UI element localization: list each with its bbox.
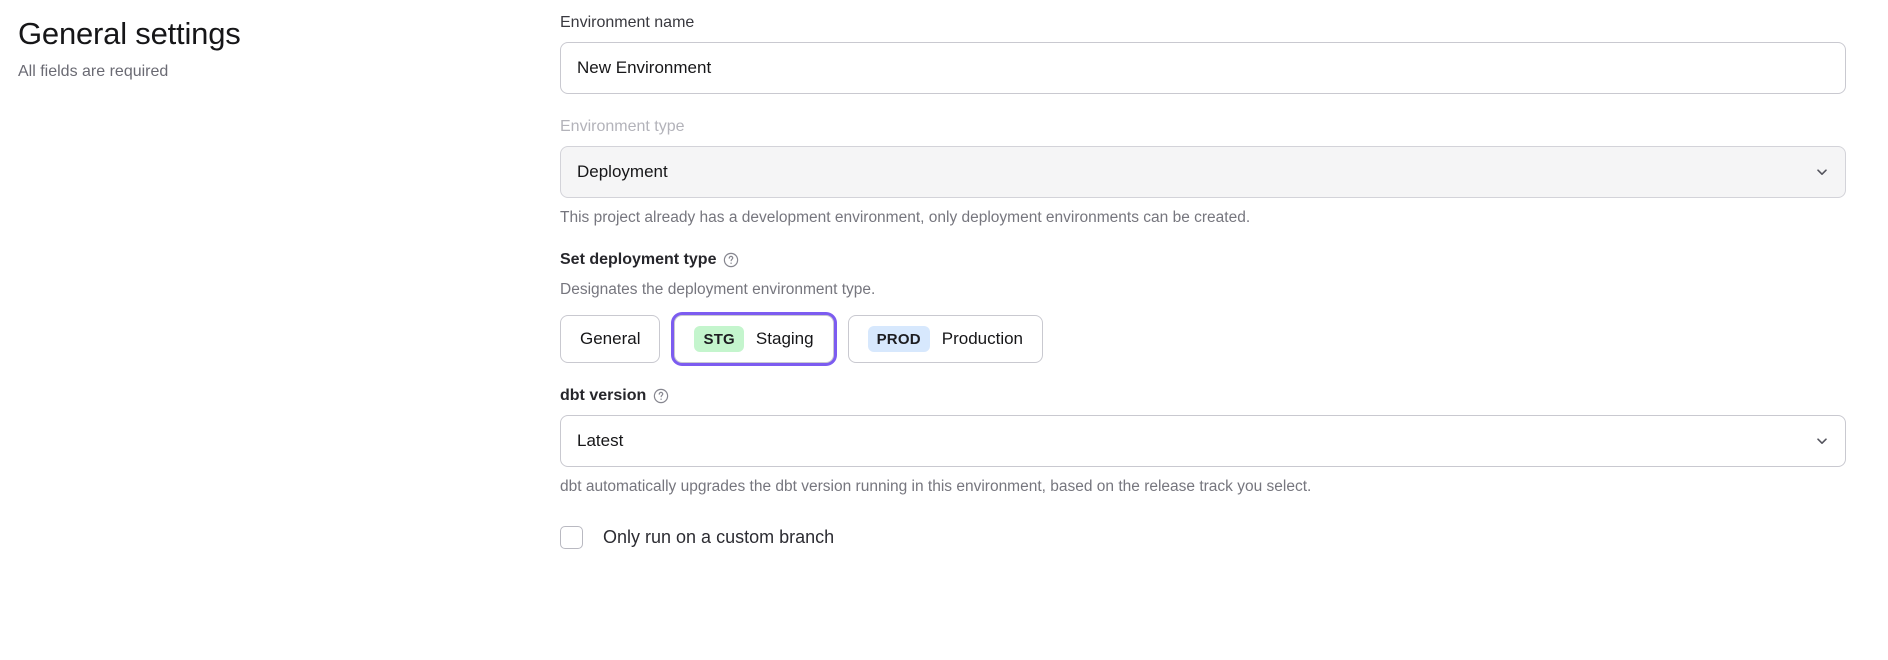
deployment-type-description: Designates the deployment environment ty… xyxy=(560,281,876,298)
dbt-version-select[interactable]: Latest xyxy=(560,415,1846,467)
custom-branch-label[interactable]: Only run on a custom branch xyxy=(603,527,835,547)
custom-branch-row: Only run on a custom branch xyxy=(560,526,1846,549)
deployment-type-option-staging-label: Staging xyxy=(755,329,814,348)
page-header: General settings All fields are required xyxy=(18,14,518,83)
dbt-version-value: Latest xyxy=(577,431,624,450)
deployment-type-option-general-label: General xyxy=(580,329,641,348)
page-title: General settings xyxy=(18,16,241,51)
dbt-version-help: dbt automatically upgrades the dbt versi… xyxy=(560,478,1312,495)
staging-badge: STG xyxy=(694,326,744,352)
deployment-type-options: General STG Staging PROD Production xyxy=(560,315,1846,363)
environment-type-field: Environment type Deployment This project… xyxy=(560,116,1846,229)
deployment-type-option-production-label: Production xyxy=(941,329,1024,348)
deployment-type-option-production[interactable]: PROD Production xyxy=(847,315,1044,363)
settings-form: Environment name New Environment Environ… xyxy=(560,12,1846,549)
environment-type-label: Environment type xyxy=(560,118,685,135)
environment-type-select[interactable]: Deployment xyxy=(560,146,1846,198)
dbt-version-field: dbt version Latest dbt automatically upg… xyxy=(560,385,1846,498)
deployment-type-option-staging[interactable]: STG Staging xyxy=(674,315,834,363)
question-circle-icon[interactable] xyxy=(723,252,739,268)
deployment-type-label-text: Set deployment type xyxy=(560,251,717,268)
deployment-type-field: Set deployment type Designates the deplo… xyxy=(560,249,1846,363)
custom-branch-checkbox[interactable] xyxy=(560,526,583,549)
page-subtitle: All fields are required xyxy=(18,63,169,80)
question-circle-icon[interactable] xyxy=(653,388,669,404)
chevron-down-icon xyxy=(1815,434,1829,448)
production-badge: PROD xyxy=(867,326,930,352)
deployment-type-label: Set deployment type xyxy=(560,249,1846,271)
dbt-version-label: dbt version xyxy=(560,385,1846,407)
environment-name-field: Environment name New Environment xyxy=(560,12,1846,94)
environment-name-input[interactable]: New Environment xyxy=(560,42,1846,94)
dbt-version-label-text: dbt version xyxy=(560,387,647,404)
deployment-type-option-general[interactable]: General xyxy=(560,315,661,363)
environment-type-help: This project already has a development e… xyxy=(560,209,1251,226)
chevron-down-icon xyxy=(1815,165,1829,179)
environment-type-value: Deployment xyxy=(577,162,668,181)
environment-name-label: Environment name xyxy=(560,14,695,31)
